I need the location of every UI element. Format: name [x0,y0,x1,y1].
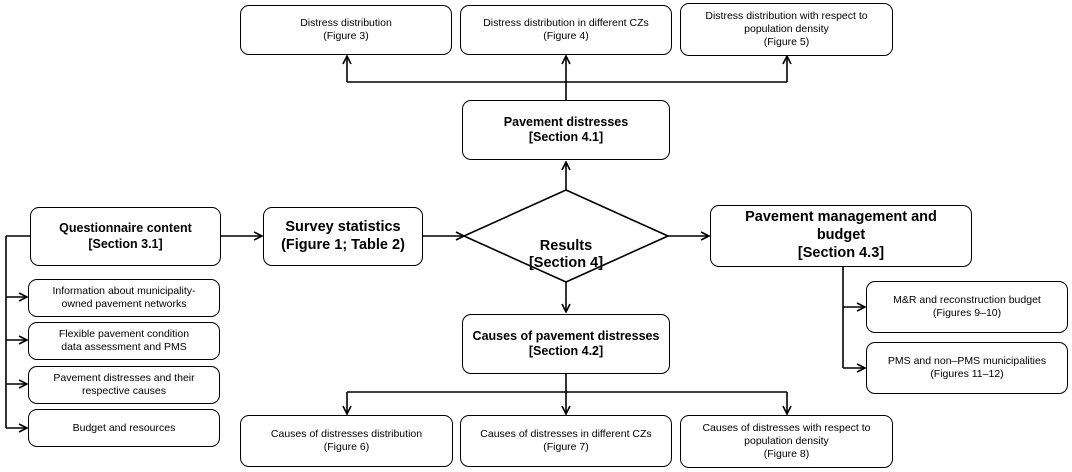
distress-distribution-ref: (Figure 3) [323,30,369,42]
pavement-management-box: Pavement management and budget[Section 4… [710,205,972,267]
distress-distribution-density-ref: (Figure 5) [763,35,810,48]
item-budget-resources-label: Budget and resources [72,421,176,434]
causes-density-ref: (Figure 8) [763,447,810,460]
distress-distribution-cz-title: Distress distribution in different CZs [483,17,649,30]
causes-cz-title: Causes of distresses in different CZs [480,428,652,441]
pms-municipalities-title: PMS and non–PMS municipalities [887,355,1047,368]
distress-distribution-density-box: Distress distribution with respect to po… [680,3,893,56]
causes-density-box: Causes of distresses with respect to pop… [680,415,893,468]
survey-statistics-title: Survey statistics [285,218,401,235]
distress-distribution-cz-ref: (Figure 4) [543,30,589,42]
results-title: Results [539,237,593,254]
causes-distribution-box: Causes of distresses distribution(Figure… [240,415,453,467]
pavement-distresses-ref: [Section 4.1] [528,130,604,144]
item-budget-resources: Budget and resources [28,409,220,447]
item-pavement-networks-label: Information about municipality- owned pa… [52,285,196,310]
questionnaire-content-ref: [Section 3.1] [88,236,163,251]
item-distresses-causes-label: Pavement distresses and their respective… [53,372,195,397]
pavement-distresses-box: Pavement distresses[Section 4.1] [462,100,670,160]
pavement-distresses-title: Pavement distresses [503,114,629,129]
causes-density-title: Causes of distresses with respect to pop… [702,422,871,448]
causes-distresses-title: Causes of pavement distresses [472,328,660,343]
pms-municipalities-box: PMS and non–PMS municipalities(Figures 1… [866,342,1068,394]
item-condition-assessment-label: Flexible pavement condition data assessm… [58,328,190,353]
distress-distribution-density-title: Distress distribution with respect to po… [705,10,868,36]
distress-distribution-box: Distress distribution(Figure 3) [240,5,452,55]
results-ref: [Section 4] [528,255,604,272]
distress-distribution-title: Distress distribution [300,17,392,30]
item-distresses-causes: Pavement distresses and their respective… [28,366,220,404]
survey-statistics-box: Survey statistics(Figure 1; Table 2) [263,207,423,266]
survey-statistics-ref: (Figure 1; Table 2) [281,236,405,253]
causes-cz-ref: (Figure 7) [543,441,589,453]
item-condition-assessment: Flexible pavement condition data assessm… [28,322,220,360]
pms-municipalities-ref: (Figures 11–12) [930,368,1004,380]
mr-budget-title: M&R and reconstruction budget [893,294,1041,307]
results-label: Results[Section 4] [496,220,636,273]
item-pavement-networks: Information about municipality- owned pa… [28,279,220,317]
causes-distresses-ref: [Section 4.2] [528,344,604,358]
mr-budget-ref: (Figures 9–10) [932,307,1002,319]
causes-distribution-ref: (Figure 6) [323,441,370,453]
results-diamond [462,189,670,283]
pavement-management-ref: [Section 4.3] [797,244,885,261]
distress-distribution-cz-box: Distress distribution in different CZs(F… [460,5,672,55]
causes-distribution-title: Causes of distresses distribution [270,428,423,441]
questionnaire-content-title: Questionnaire content [59,221,192,236]
causes-distresses-box: Causes of pavement distresses[Section 4.… [462,314,670,374]
questionnaire-content-box: Questionnaire content[Section 3.1] [30,207,221,266]
causes-cz-box: Causes of distresses in different CZs(Fi… [460,415,672,467]
pavement-management-title: Pavement management and budget [745,209,937,244]
mr-budget-box: M&R and reconstruction budget(Figures 9–… [866,281,1068,333]
